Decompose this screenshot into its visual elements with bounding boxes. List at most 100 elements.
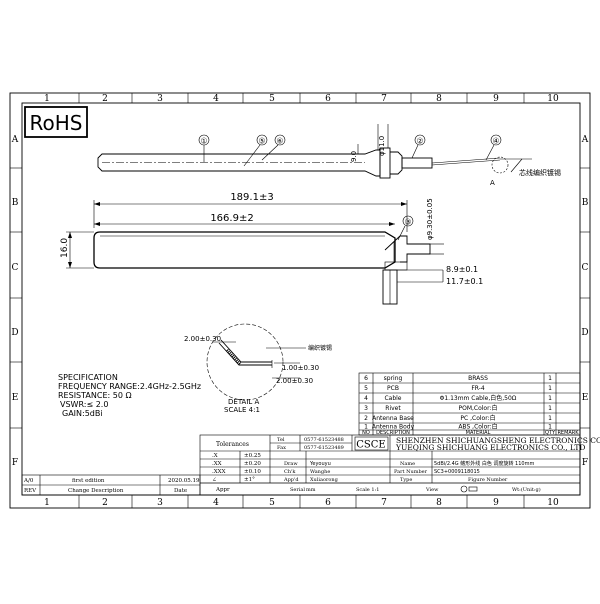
row-label: A xyxy=(581,135,589,145)
bom-cell: 3 xyxy=(364,405,368,412)
bom-cell: POM,Color:白 xyxy=(458,404,497,412)
check-name: Wanghe xyxy=(310,469,330,475)
bom-cell: Antenna Base xyxy=(372,415,414,422)
weight-label: Wt:(Unit:g) xyxy=(512,486,541,493)
bom-cell: 1 xyxy=(548,415,552,422)
revision-rows: A/0 first edition 2020.05.19 REV Change … xyxy=(23,478,230,494)
col-label: 10 xyxy=(547,94,559,104)
tel-label: Tel xyxy=(277,437,285,443)
bom-cell: PCB xyxy=(387,385,399,392)
col-label: 2 xyxy=(102,94,108,104)
top-dia-dim: φ11.0 xyxy=(378,136,386,156)
bom-cell: 2 xyxy=(364,415,368,422)
row-label: D xyxy=(11,328,18,338)
bom-header: NO xyxy=(362,430,370,436)
serial-value: mm xyxy=(306,487,316,493)
col-label: 4 xyxy=(213,94,219,104)
row-label: F xyxy=(12,458,18,468)
bom-cell: 1 xyxy=(364,424,368,431)
col-label: 8 xyxy=(436,498,442,508)
name-label: Name xyxy=(400,461,415,467)
col-label: 10 xyxy=(547,498,559,508)
dim-117: 11.7±0.1 xyxy=(446,277,483,286)
bom-cell: 6 xyxy=(364,375,368,382)
bom-cell: 1 xyxy=(548,395,552,402)
approval-rows: Draw Yeyouyu Ch'k Wanghe App'd Xuliaoron… xyxy=(283,460,541,493)
callout-label: ① xyxy=(200,137,207,146)
check-label: Ch'k xyxy=(284,469,296,475)
col-label: 9 xyxy=(493,94,499,104)
company-logo-box xyxy=(354,436,389,451)
name-value: 5dBi/2.4G 鳍形外线 白色 调度旋转 110mm xyxy=(434,460,534,467)
col-label: 1 xyxy=(44,498,50,508)
tol-value: ±0.20 xyxy=(244,461,261,467)
figure-number-label: Figure Number xyxy=(468,477,508,483)
col-label: 3 xyxy=(157,94,163,104)
col-label: 9 xyxy=(493,498,499,508)
detail-scale: SCALE 4:1 xyxy=(224,406,260,414)
tol-value: ±0.25 xyxy=(244,453,261,459)
approve-name: Xuliaorong xyxy=(310,477,339,483)
col-label: 2 xyxy=(102,498,108,508)
col-label: 3 xyxy=(157,498,163,508)
col-label: 7 xyxy=(381,94,387,104)
callout-label: ⑤ xyxy=(258,137,265,146)
column-markers xyxy=(78,93,525,508)
part-number-value: SC3+0009118015 xyxy=(434,469,480,475)
col-label: 1 xyxy=(44,94,50,104)
serial-label: Serial xyxy=(290,487,305,493)
bom-cell: 4 xyxy=(364,395,368,402)
fax-value: 0577-61523489 xyxy=(304,445,344,451)
callout-6 xyxy=(274,134,286,146)
callout-label: ⑥ xyxy=(276,137,283,146)
callout-label: ② xyxy=(416,137,423,146)
col-label: 7 xyxy=(381,498,387,508)
tol-label: .XXX xyxy=(212,469,226,475)
column-labels: 1 2 3 4 5 6 7 8 9 10 1 2 3 4 5 6 7 8 9 1… xyxy=(44,94,559,508)
bom-cell: 1 xyxy=(548,375,552,382)
row-label: C xyxy=(582,263,589,273)
row-label: B xyxy=(12,198,19,208)
fax-label: Fax xyxy=(277,445,286,451)
contact-info: Tel 0577-61523488 Fax 0577-61523489 xyxy=(277,437,344,451)
detail-a-view xyxy=(206,323,284,401)
callout-label: ③ xyxy=(404,218,411,227)
spec-frequency: FREQUENCY RANGE:2.4GHz-2.5GHz xyxy=(58,382,201,391)
revision-block xyxy=(21,474,580,496)
bom-header: DESCRIPTION xyxy=(376,430,410,436)
company-name-2: YUEQING SHICHUANG ELECTRONICS CO., LTD xyxy=(395,443,585,452)
bom-cell: 1 xyxy=(548,405,552,412)
tolerances-label: Tolerances xyxy=(216,441,249,448)
connector-dim: φ9.30±0.05 xyxy=(426,198,434,240)
tol-value: ±0.10 xyxy=(244,469,261,475)
row-markers xyxy=(10,167,590,429)
bom-cell: 1 xyxy=(548,385,552,392)
detail-title: DETAIL A xyxy=(228,398,260,406)
row-label: E xyxy=(582,393,589,403)
type-label: Type xyxy=(400,477,412,483)
callout-4 xyxy=(490,134,502,146)
row-label: A xyxy=(11,135,19,145)
core-shield-note: 芯线编织镀锡 xyxy=(519,168,561,177)
rev-value: A/0 xyxy=(23,478,34,484)
row-label: D xyxy=(581,328,588,338)
antenna-top-view xyxy=(97,147,532,179)
row-label: E xyxy=(12,393,19,403)
company-name-1: SHENZHEN SHICHUANGSHENG ELECTRONICS CO.,… xyxy=(396,436,600,445)
col-label: 6 xyxy=(325,94,331,104)
dim-89: 8.9±0.1 xyxy=(446,265,478,274)
col-label: 4 xyxy=(213,498,219,508)
bom-cell: FR-4 xyxy=(471,385,485,392)
detail-dim-100: 1.00±0.30 xyxy=(282,364,319,372)
bom-cell: 5 xyxy=(364,385,368,392)
rev-desc-label: Change Description xyxy=(68,488,124,494)
spec-resistance: RESISTANCE: 50 Ω xyxy=(58,391,132,400)
overall-length-dim: 189.1±3 xyxy=(230,192,273,203)
callout-3 xyxy=(402,215,414,227)
tol-label: ∠ xyxy=(212,477,217,483)
tol-value: ±1° xyxy=(244,477,255,483)
draw-label: Draw xyxy=(284,461,298,467)
spec-vswr: VSWR:≤ 2.0 xyxy=(60,400,108,409)
